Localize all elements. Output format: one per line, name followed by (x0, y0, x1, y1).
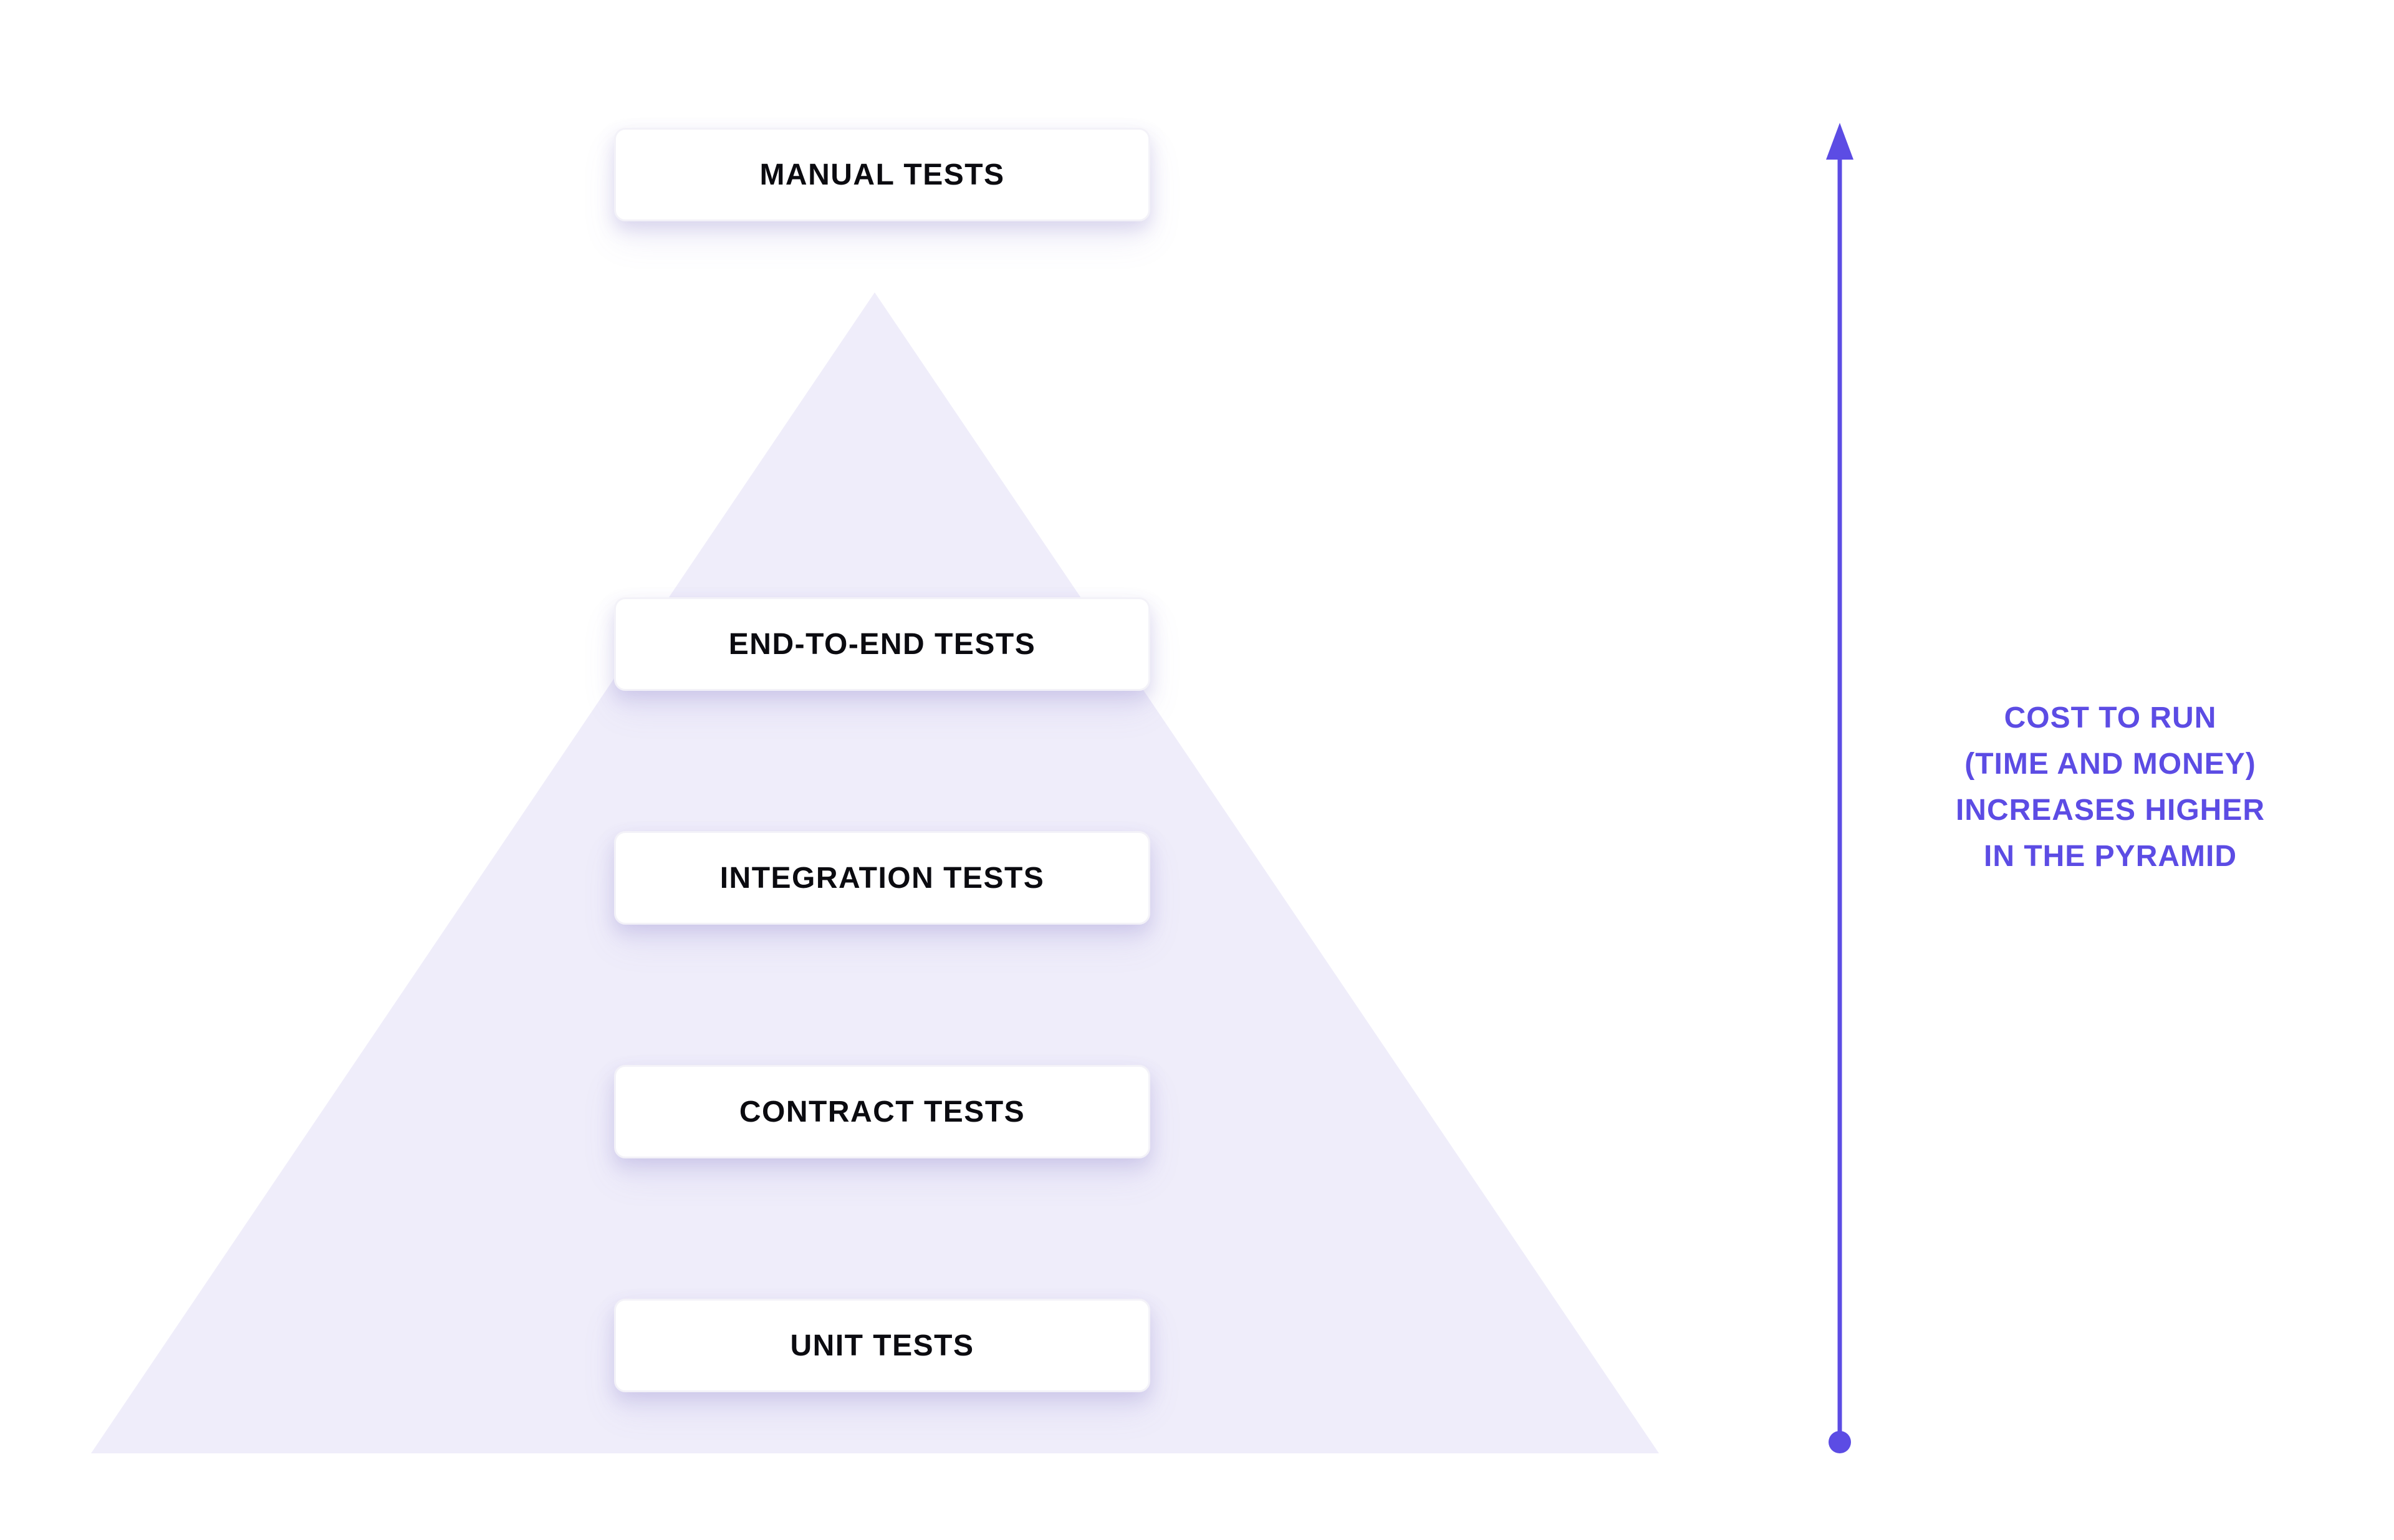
cost-annotation: COST TO RUN (TIME AND MONEY) INCREASES H… (1880, 695, 2341, 880)
level-label: INTEGRATION TESTS (719, 861, 1045, 895)
pyramid-level-integration-tests: INTEGRATION TESTS (614, 831, 1150, 925)
pyramid-level-unit-tests: UNIT TESTS (614, 1299, 1150, 1392)
cost-annotation-line: INCREASES HIGHER (1955, 794, 2266, 827)
cost-annotation-line: IN THE PYRAMID (1983, 840, 2237, 873)
cost-arrow (1826, 123, 1853, 1453)
level-label: MANUAL TESTS (759, 158, 1005, 191)
pyramid-level-manual-tests: MANUAL TESTS (614, 128, 1150, 221)
cost-annotation-line: (TIME AND MONEY) (1964, 748, 2256, 781)
level-label: CONTRACT TESTS (739, 1095, 1026, 1129)
level-label: END-TO-END TESTS (728, 627, 1036, 661)
arrow-head-icon (1826, 123, 1853, 160)
pyramid-level-end-to-end-tests: END-TO-END TESTS (614, 597, 1150, 691)
pyramid-level-contract-tests: CONTRACT TESTS (614, 1065, 1150, 1158)
level-label: UNIT TESTS (790, 1329, 974, 1362)
arrow-base-dot (1829, 1431, 1851, 1453)
cost-annotation-line: COST TO RUN (2004, 701, 2217, 734)
